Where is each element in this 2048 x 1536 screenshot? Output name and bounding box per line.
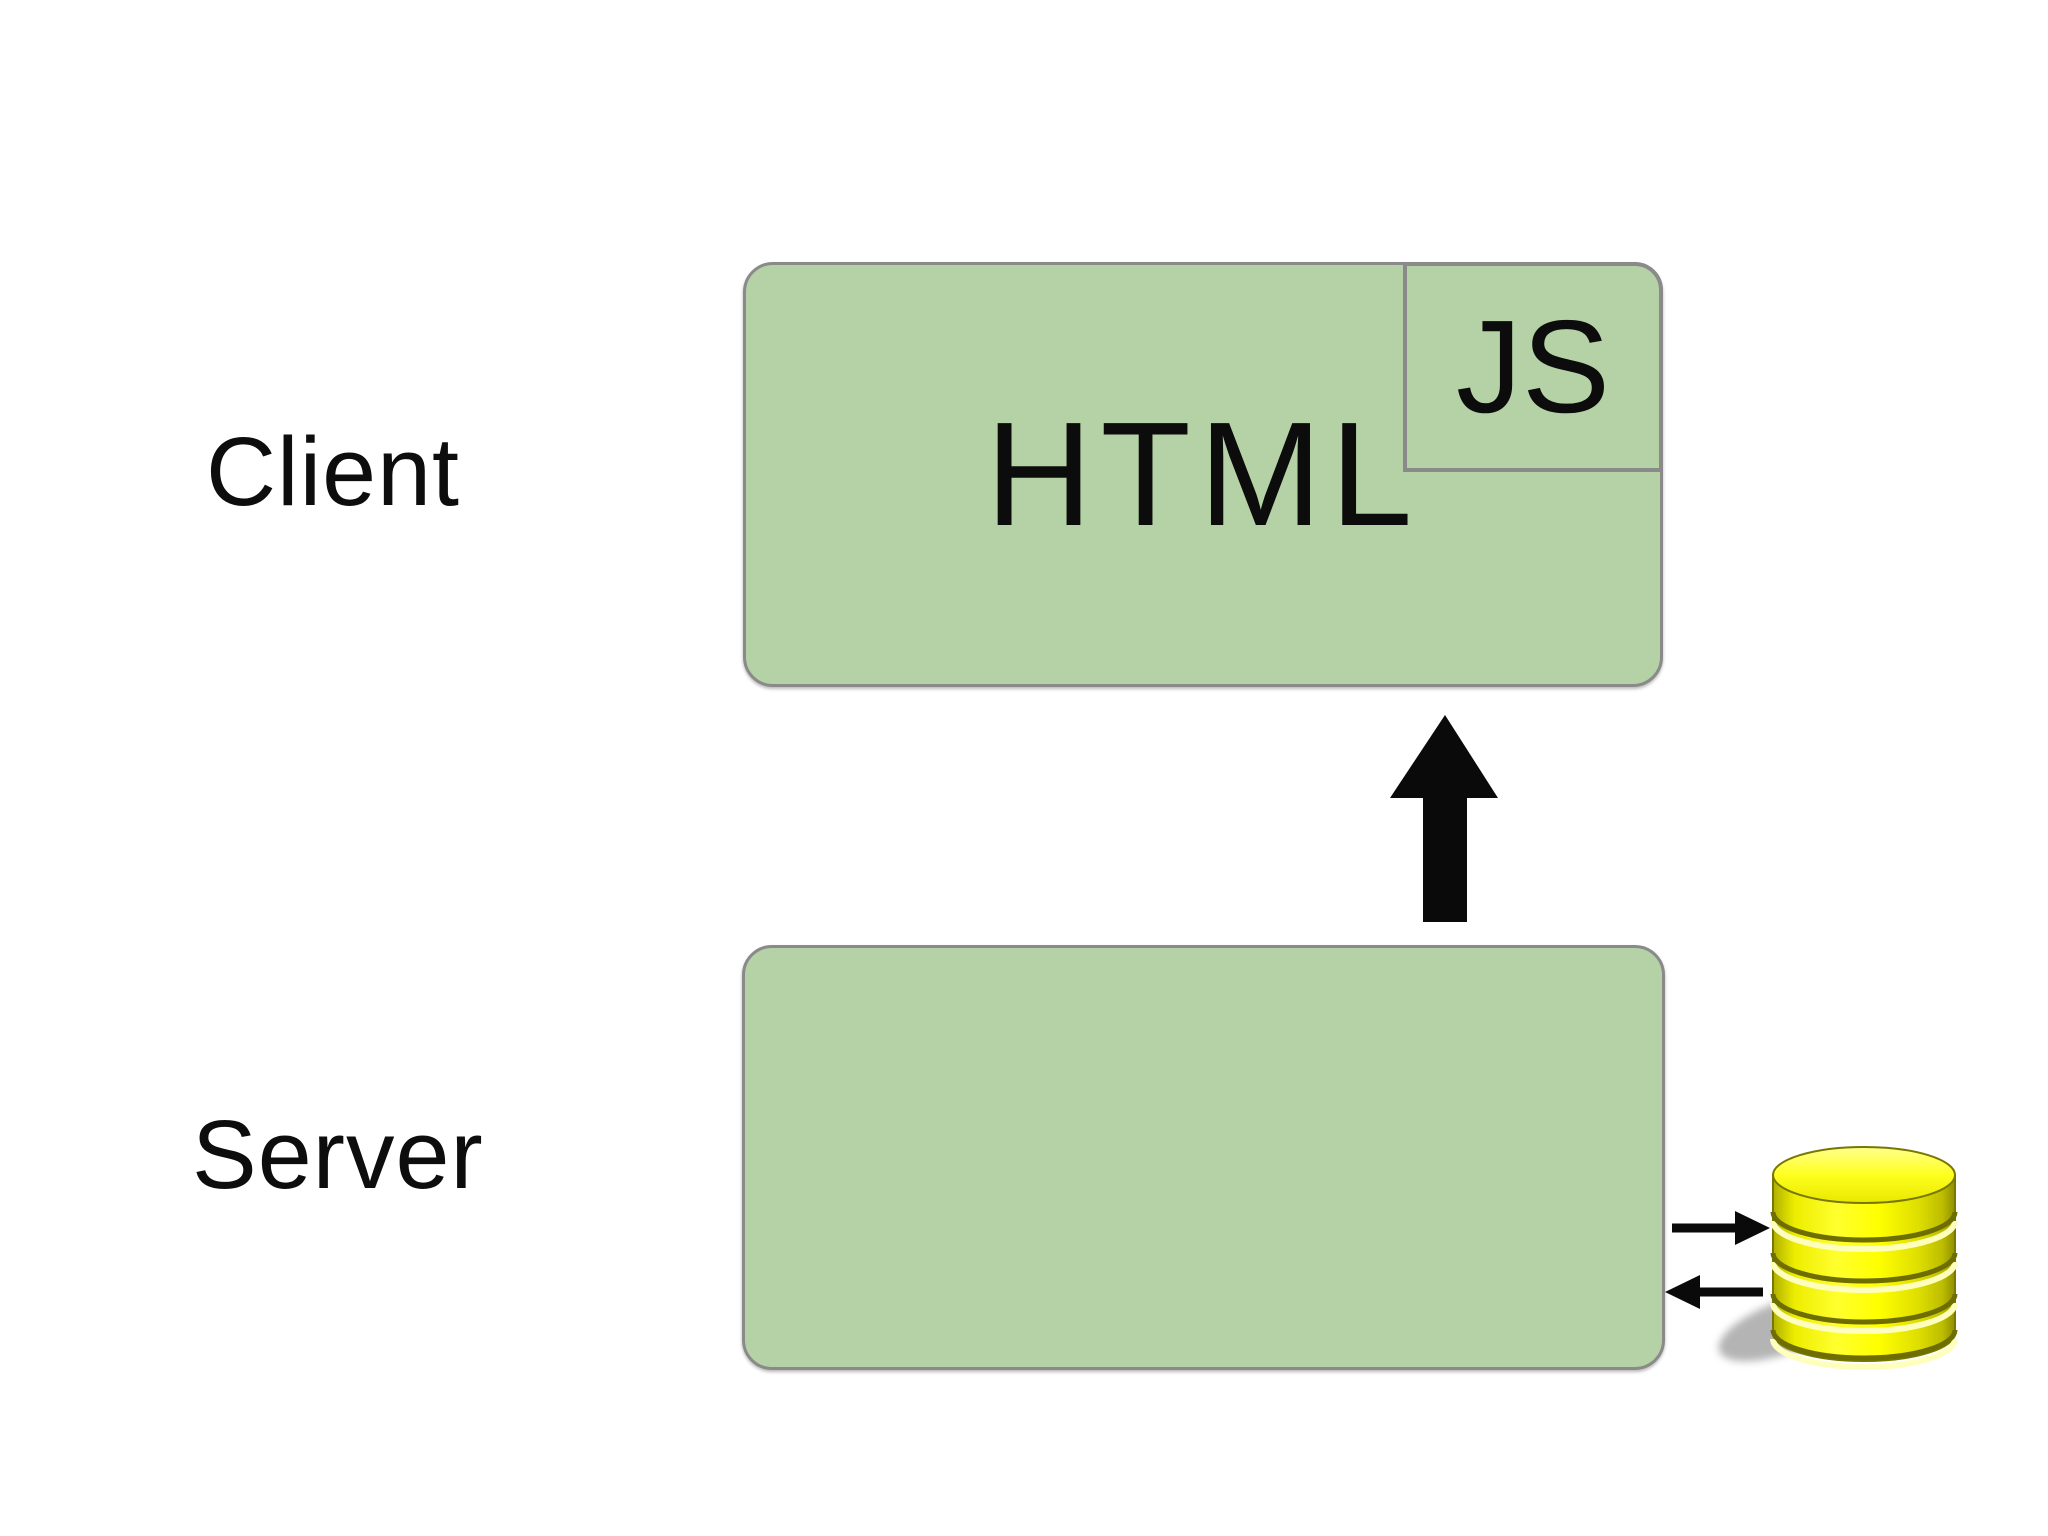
left-arrow-icon: [1665, 1275, 1763, 1309]
html-label: HTML: [985, 391, 1421, 557]
database-icon: [1718, 1146, 1958, 1370]
client-label: Client: [206, 417, 460, 526]
database-disc-gaps: [1770, 1220, 1958, 1370]
database-top: [1772, 1146, 1956, 1204]
right-arrow-icon: [1672, 1211, 1770, 1245]
client-box: HTML JS: [743, 262, 1663, 687]
js-box: JS: [1403, 262, 1663, 472]
up-arrow-icon: [1390, 715, 1498, 922]
server-label: Server: [192, 1100, 484, 1209]
server-box: [742, 945, 1665, 1370]
js-label: JS: [1455, 293, 1611, 440]
server-db-arrows: [1665, 1211, 1770, 1309]
database-disc-bands: [1770, 1211, 1958, 1361]
